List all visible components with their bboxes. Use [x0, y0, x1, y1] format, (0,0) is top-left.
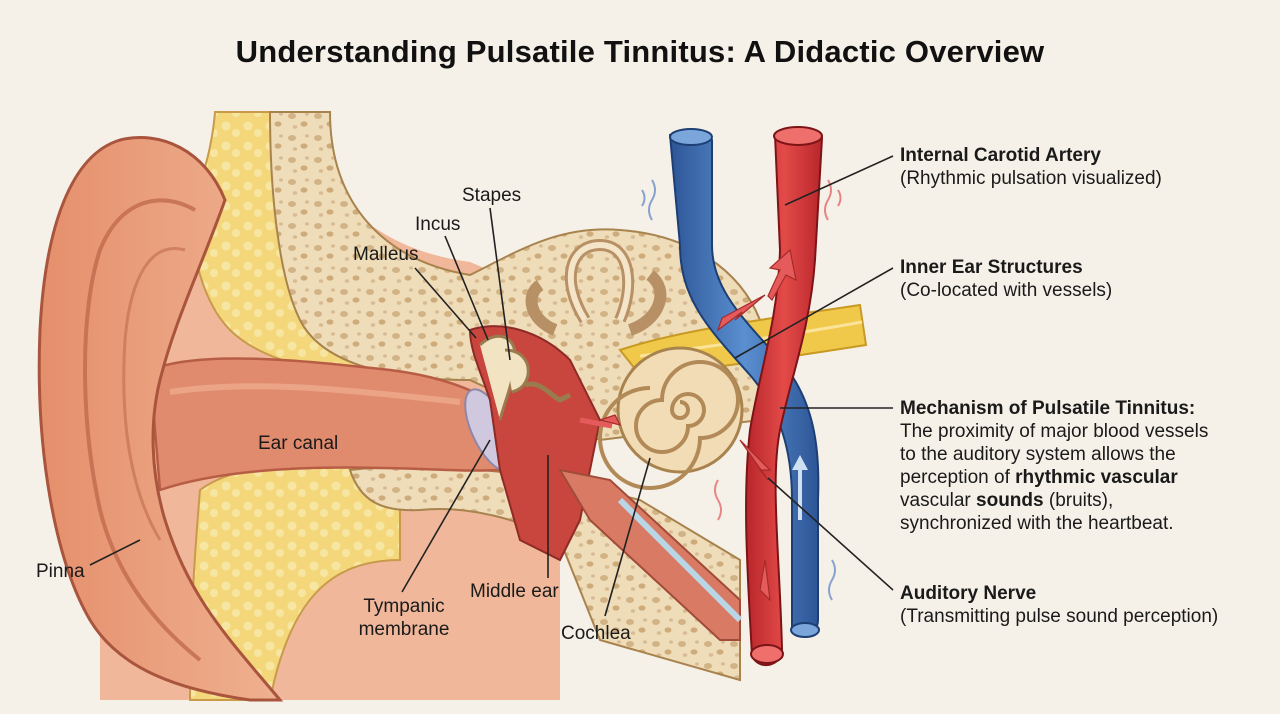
incus-shape [504, 348, 530, 394]
page-title: Understanding Pulsatile Tinnitus: A Dida… [235, 34, 1045, 69]
label-tympanic-membrane: Tympanic membrane [358, 596, 450, 640]
callout-mechanism: Mechanism of Pulsatile Tinnitus: The pro… [900, 398, 1209, 534]
pinna-shape [37, 136, 284, 702]
label-malleus: Malleus [353, 244, 419, 265]
label-ear-canal: Ear canal [258, 433, 339, 454]
pulsation-ripples [641, 179, 836, 601]
label-middle-ear: Middle ear [470, 581, 559, 602]
pulse-arrows [597, 248, 797, 602]
callout-inner-ear: Inner Ear Structures (Co-located with ve… [900, 257, 1113, 301]
label-stapes: Stapes [462, 185, 522, 206]
label-incus: Incus [415, 214, 461, 235]
label-cochlea: Cochlea [561, 623, 631, 644]
label-pinna: Pinna [36, 561, 85, 582]
callout-auditory-nerve: Auditory Nerve (Transmitting pulse sound… [900, 583, 1219, 627]
stapes-shape [524, 381, 572, 403]
eustachian-tube [557, 468, 741, 641]
cochlea-shape [598, 346, 744, 490]
leader-lines [89, 155, 894, 617]
jugular-vein [668, 130, 820, 636]
callout-carotid: Internal Carotid Artery (Rhythmic pulsat… [900, 145, 1162, 189]
